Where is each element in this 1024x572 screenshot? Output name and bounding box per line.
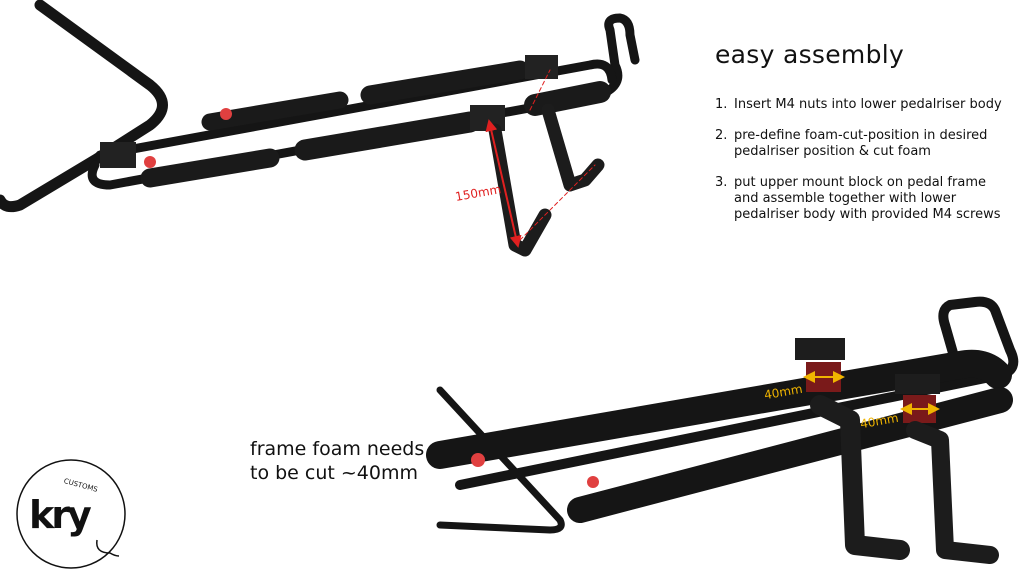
note-line: frame foam needs [250, 438, 425, 460]
step-text: and assemble together with lower [734, 191, 957, 206]
step-text: pedalriser body with provided M4 screws [734, 207, 1001, 222]
top-pedal-frame-render [0, 0, 640, 257]
svg-text:CUSTOMS: CUSTOMS [63, 477, 99, 494]
svg-text:kry: kry [29, 493, 92, 537]
bottom-pedal-frame-render [426, 296, 1019, 564]
key-customs-logo: kry CUSTOMS [16, 459, 126, 569]
step-number: 2. [715, 128, 728, 143]
step-item: 1. Insert M4 nuts into lower pedalriser … [715, 97, 1015, 113]
step-text: pedalriser position & cut foam [734, 144, 931, 159]
step-item: 2. pre-define foam-cut-position in desir… [715, 128, 1015, 160]
page-title: easy assembly [715, 40, 905, 69]
step-number: 3. [715, 175, 728, 190]
assembly-steps: 1. Insert M4 nuts into lower pedalriser … [715, 97, 1015, 238]
step-text: pre-define foam-cut-position in desired [734, 128, 988, 143]
note-line: to be cut ~40mm [250, 462, 418, 484]
step-text: Insert M4 nuts into lower pedalriser bod… [734, 97, 1002, 112]
step-number: 1. [715, 97, 728, 112]
foam-cut-note: frame foam needs to be cut ~40mm [250, 437, 424, 485]
step-text: put upper mount block on pedal frame [734, 175, 986, 190]
